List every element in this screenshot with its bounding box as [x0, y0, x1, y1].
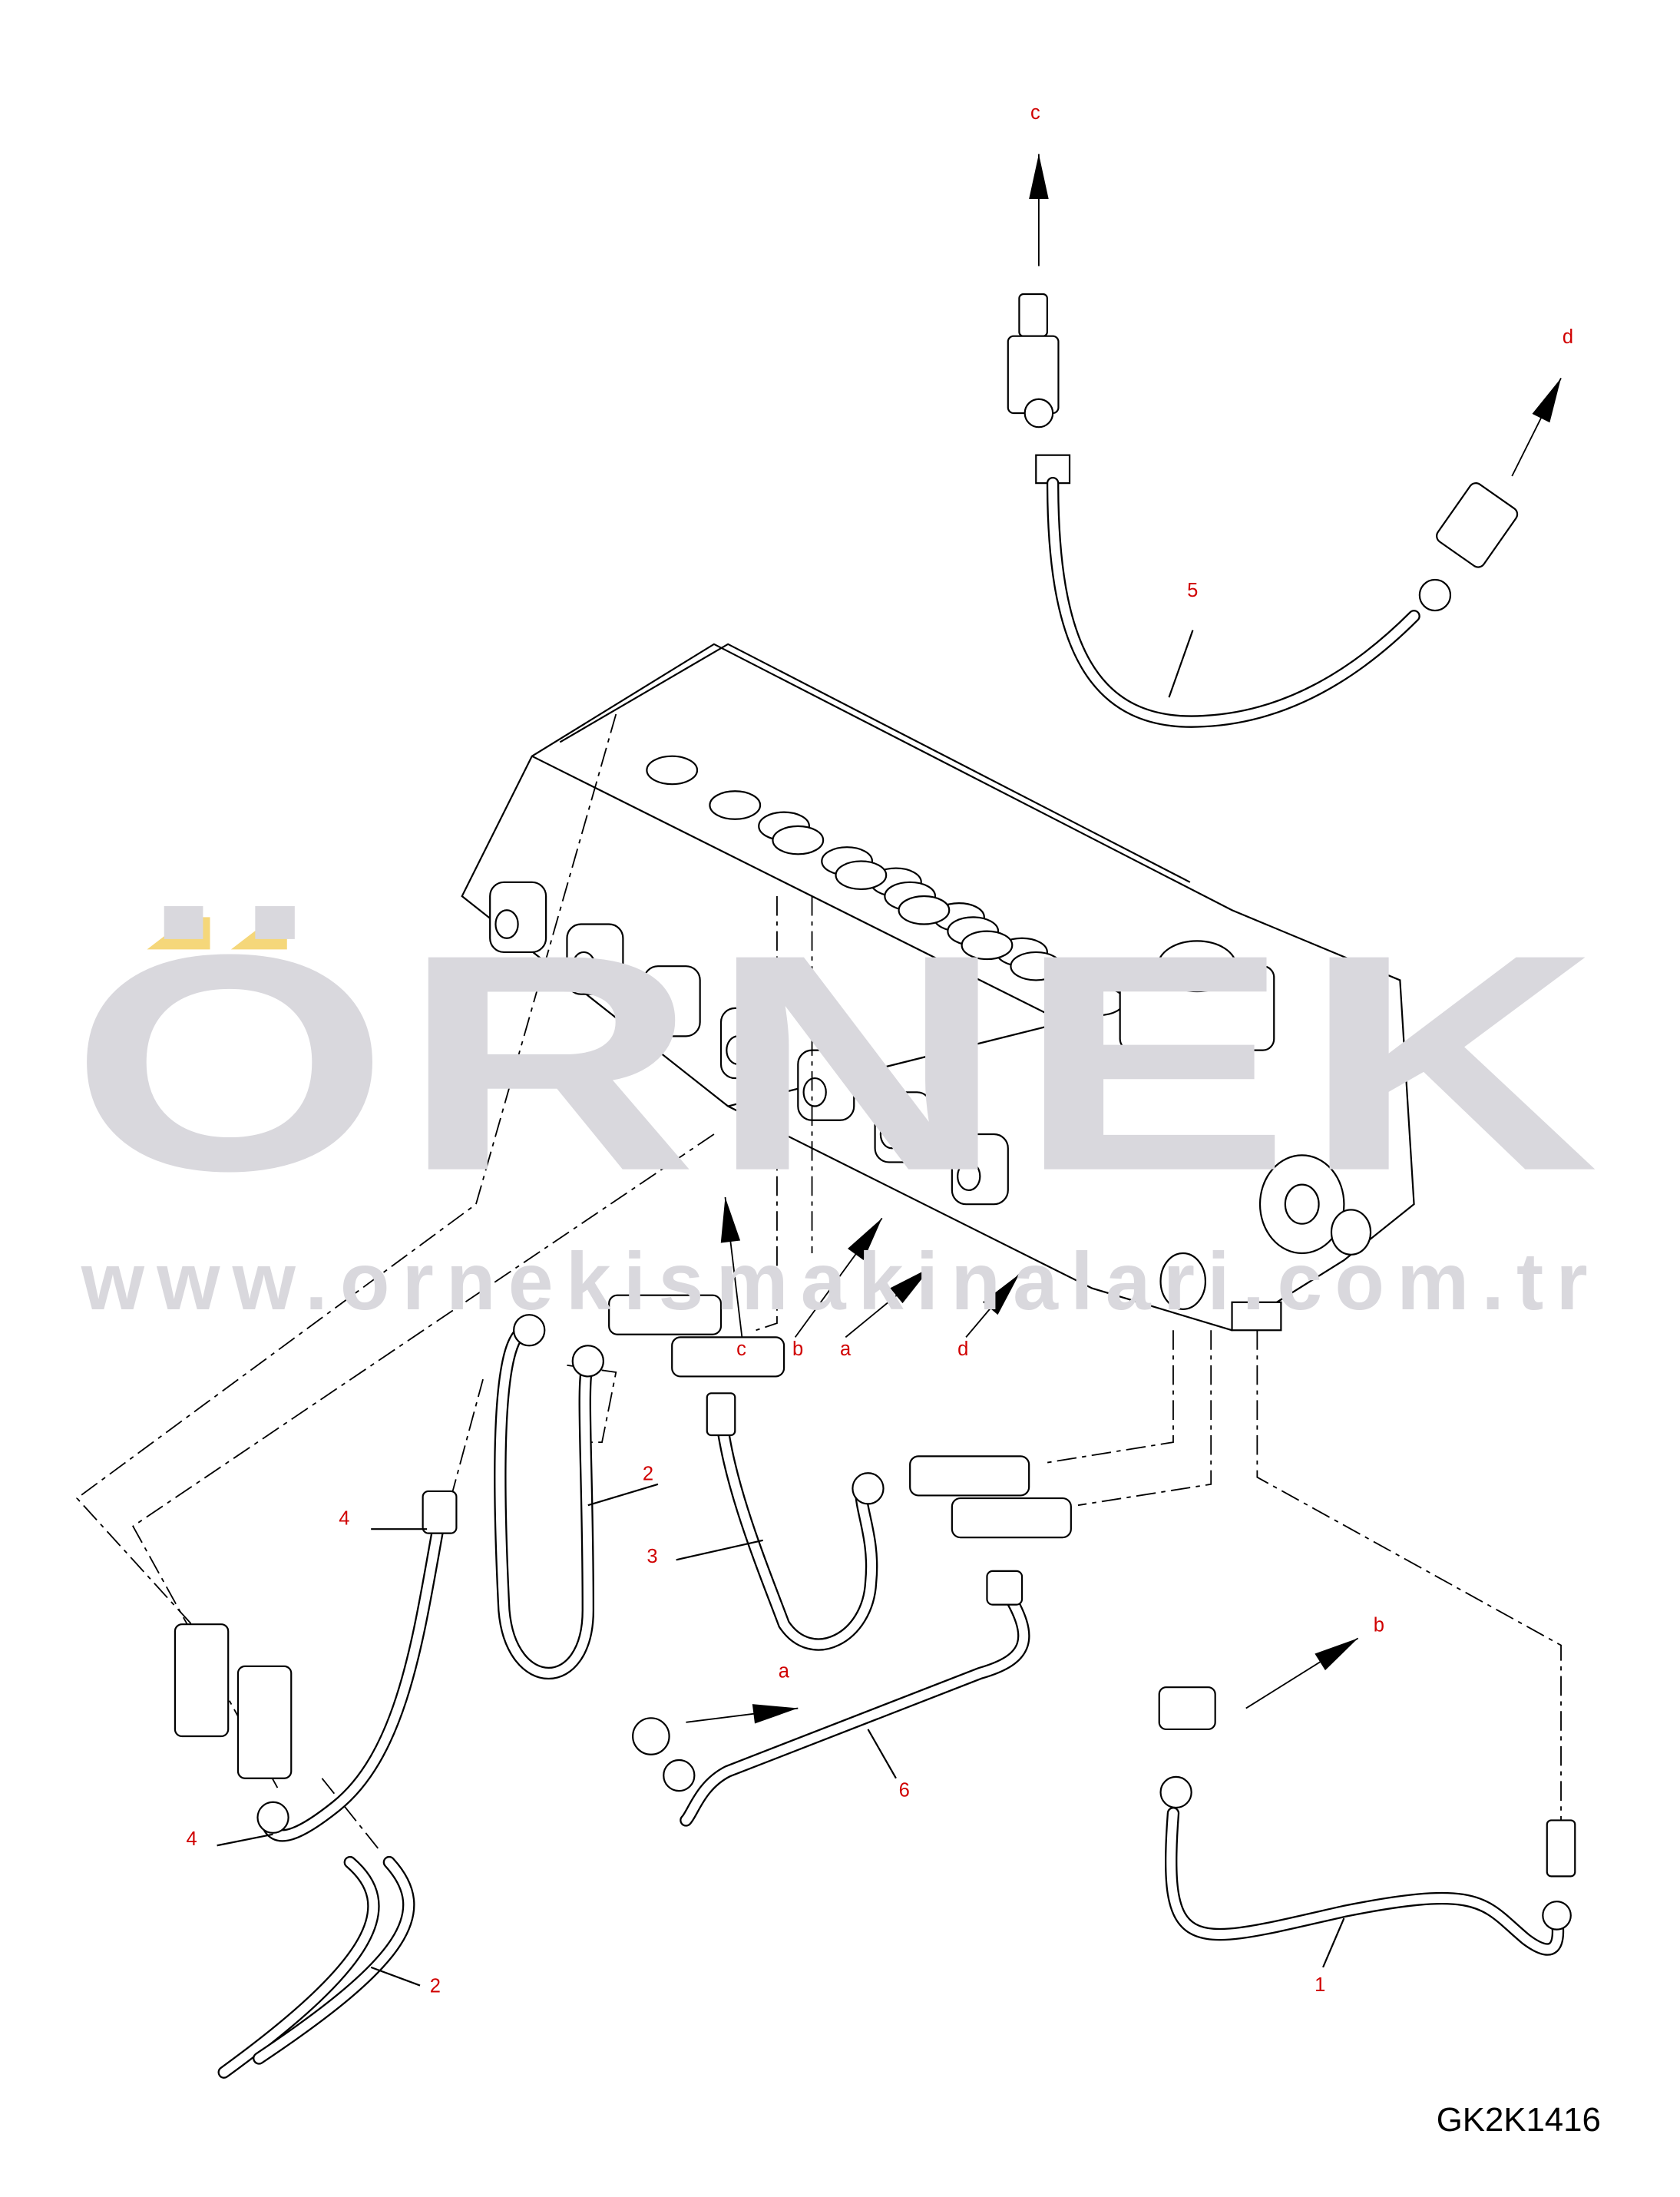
valve-spool-cap [874, 1091, 932, 1163]
valve-spool-bore [957, 1161, 981, 1192]
valve-port [772, 825, 825, 855]
arrow-head-icon [890, 1267, 931, 1304]
arrow-head-icon [982, 1274, 1020, 1315]
label-c-top: c [1030, 102, 1040, 124]
watermark-accent [230, 917, 287, 950]
fittings-tee [608, 1294, 1072, 1539]
arrow-head-icon [1532, 378, 1562, 423]
arrow-head-icon [1315, 1638, 1358, 1671]
callout-5: 5 [1187, 580, 1198, 601]
arrow-head-icon [1029, 154, 1049, 200]
watermark-url: www.ornekismakinalari.com.tr [81, 1236, 1600, 1327]
watermark-brand: ÖRNEK [70, 892, 1610, 1236]
valve-spool-cap [951, 1133, 1009, 1206]
valve-spool-cap [566, 923, 624, 995]
valve-spool-bore [879, 1119, 904, 1150]
callout-2-upper: 2 [643, 1463, 653, 1484]
valve-port [1010, 951, 1063, 981]
label-a-lower: a [779, 1660, 790, 1682]
callout-1: 1 [1315, 1974, 1325, 1996]
label-b-valve: b [792, 1338, 803, 1360]
callout-6: 6 [899, 1779, 910, 1801]
watermark-accent [147, 917, 210, 950]
valve-spool-bore [726, 1035, 750, 1065]
flow-arrows [686, 154, 1562, 1724]
arrow-head-icon [752, 1704, 799, 1724]
hose-2-upper [494, 1314, 604, 1680]
valve-spool-bore [802, 1077, 827, 1107]
drawing-code: GK2K1416 [1437, 2101, 1601, 2139]
valve-spool-bore [494, 909, 519, 939]
label-d-top: d [1563, 326, 1573, 348]
callout-4-lower: 4 [187, 1828, 197, 1850]
hose-4 [174, 1490, 458, 1842]
hose-1 [1158, 1686, 1576, 1956]
valve-port [835, 860, 888, 891]
callout-leaders [217, 630, 1345, 1987]
hose-6 [632, 1570, 1030, 1827]
valve-spool-bore [571, 951, 597, 981]
hose-3 [706, 1392, 885, 1651]
valve-spool-cap [797, 1049, 855, 1121]
valve-port [709, 790, 762, 820]
valve-spool-bore [648, 993, 673, 1024]
valve-port [961, 930, 1014, 961]
hose-2-lower [217, 1855, 415, 2079]
label-a-valve: a [840, 1338, 852, 1360]
arrow-head-icon [848, 1218, 882, 1261]
control-valve-block [461, 643, 1415, 1332]
hose-5 [1007, 293, 1519, 728]
valve-spool-cap [643, 965, 701, 1037]
arrow-head-icon [720, 1197, 741, 1243]
label-b-lower: b [1374, 1614, 1384, 1636]
watermark: ÖRNEK www.ornekismakinalari.com.tr [70, 892, 1610, 1327]
callout-4-upper: 4 [339, 1508, 349, 1530]
valve-port [898, 895, 951, 925]
valve-port [646, 755, 699, 786]
label-d-valve: d [957, 1338, 968, 1360]
callout-2-lower: 2 [430, 1976, 441, 1997]
leader-lines [75, 713, 1562, 1849]
valve-spool-cap [489, 881, 547, 954]
label-c-valve: c [736, 1338, 746, 1360]
callout-3: 3 [647, 1546, 657, 1567]
